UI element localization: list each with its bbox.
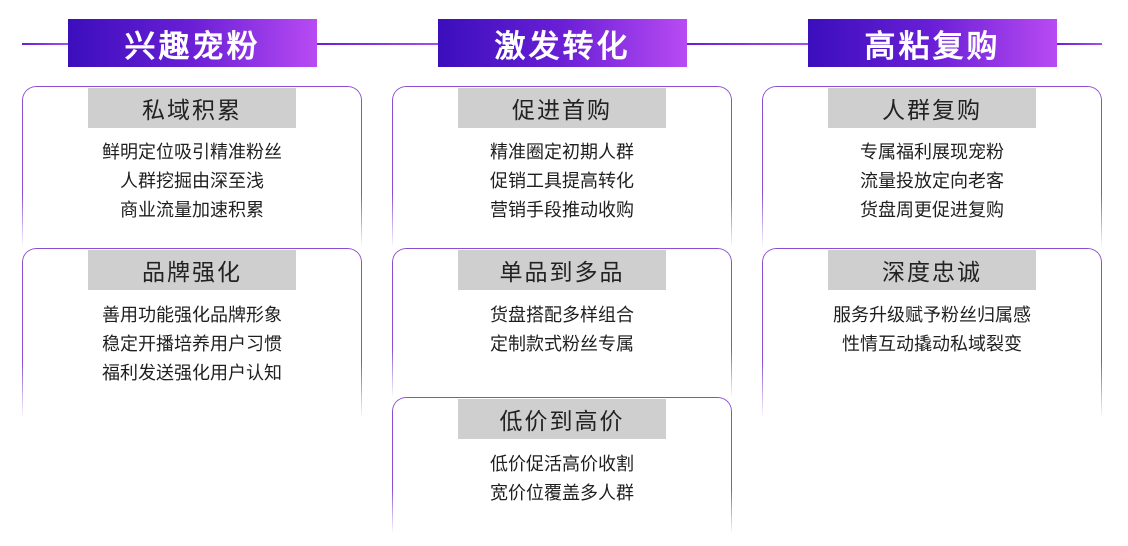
card-private-domain: [22, 86, 362, 246]
connector-line: [22, 43, 68, 45]
card-repurchase: [762, 86, 1102, 246]
card-title: 深度忠诚: [828, 250, 1036, 290]
card-line: 宽价位覆盖多人群: [490, 483, 634, 504]
card-title: 低价到高价: [458, 399, 666, 439]
card-line: 人群挖掘由深至浅: [120, 171, 264, 192]
connector-line: [1057, 43, 1102, 45]
card-line: 服务升级赋予粉丝归属感: [833, 305, 1031, 326]
column-header-2: 激发转化: [438, 19, 687, 67]
card-line: 低价促活高价收割: [490, 454, 634, 475]
card-title: 人群复购: [828, 88, 1036, 128]
card-title: 促进首购: [458, 88, 666, 128]
column-header-3: 高粘复购: [808, 19, 1057, 67]
card-title: 单品到多品: [458, 250, 666, 290]
card-line: 定制款式粉丝专属: [490, 334, 634, 355]
card-lines: 服务升级赋予粉丝归属感 性情互动撬动私域裂变: [762, 301, 1102, 359]
card-brand: [22, 248, 362, 416]
connector-line: [687, 43, 808, 45]
card-line: 货盘周更促进复购: [860, 200, 1004, 221]
card-line: 性情互动撬动私域裂变: [842, 334, 1022, 355]
card-lines: 低价促活高价收割 宽价位覆盖多人群: [392, 450, 732, 508]
card-line: 鲜明定位吸引精准粉丝: [102, 142, 282, 163]
card-title: 私域积累: [88, 88, 296, 128]
card-lines: 专属福利展现宠粉 流量投放定向老客 货盘周更促进复购: [762, 138, 1102, 225]
card-single-to-multi: [392, 248, 732, 396]
card-lines: 善用功能强化品牌形象 稳定开播培养用户习惯 福利发送强化用户认知: [22, 301, 362, 388]
column-header-1: 兴趣宠粉: [68, 19, 317, 67]
card-low-to-high: [392, 397, 732, 532]
card-line: 促销工具提高转化: [490, 171, 634, 192]
card-line: 营销手段推动收购: [490, 200, 634, 221]
card-line: 精准圈定初期人群: [490, 142, 634, 163]
card-line: 稳定开播培养用户习惯: [102, 334, 282, 355]
card-lines: 货盘搭配多样组合 定制款式粉丝专属: [392, 301, 732, 359]
card-line: 流量投放定向老客: [860, 171, 1004, 192]
card-line: 专属福利展现宠粉: [860, 142, 1004, 163]
card-line: 货盘搭配多样组合: [490, 305, 634, 326]
card-first-purchase: [392, 86, 732, 246]
card-lines: 鲜明定位吸引精准粉丝 人群挖掘由深至浅 商业流量加速积累: [22, 138, 362, 225]
card-line: 善用功能强化品牌形象: [102, 305, 282, 326]
card-line: 福利发送强化用户认知: [102, 363, 282, 384]
card-lines: 精准圈定初期人群 促销工具提高转化 营销手段推动收购: [392, 138, 732, 225]
card-title: 品牌强化: [88, 250, 296, 290]
card-line: 商业流量加速积累: [120, 200, 264, 221]
card-loyalty: [762, 248, 1102, 416]
connector-line: [317, 43, 438, 45]
